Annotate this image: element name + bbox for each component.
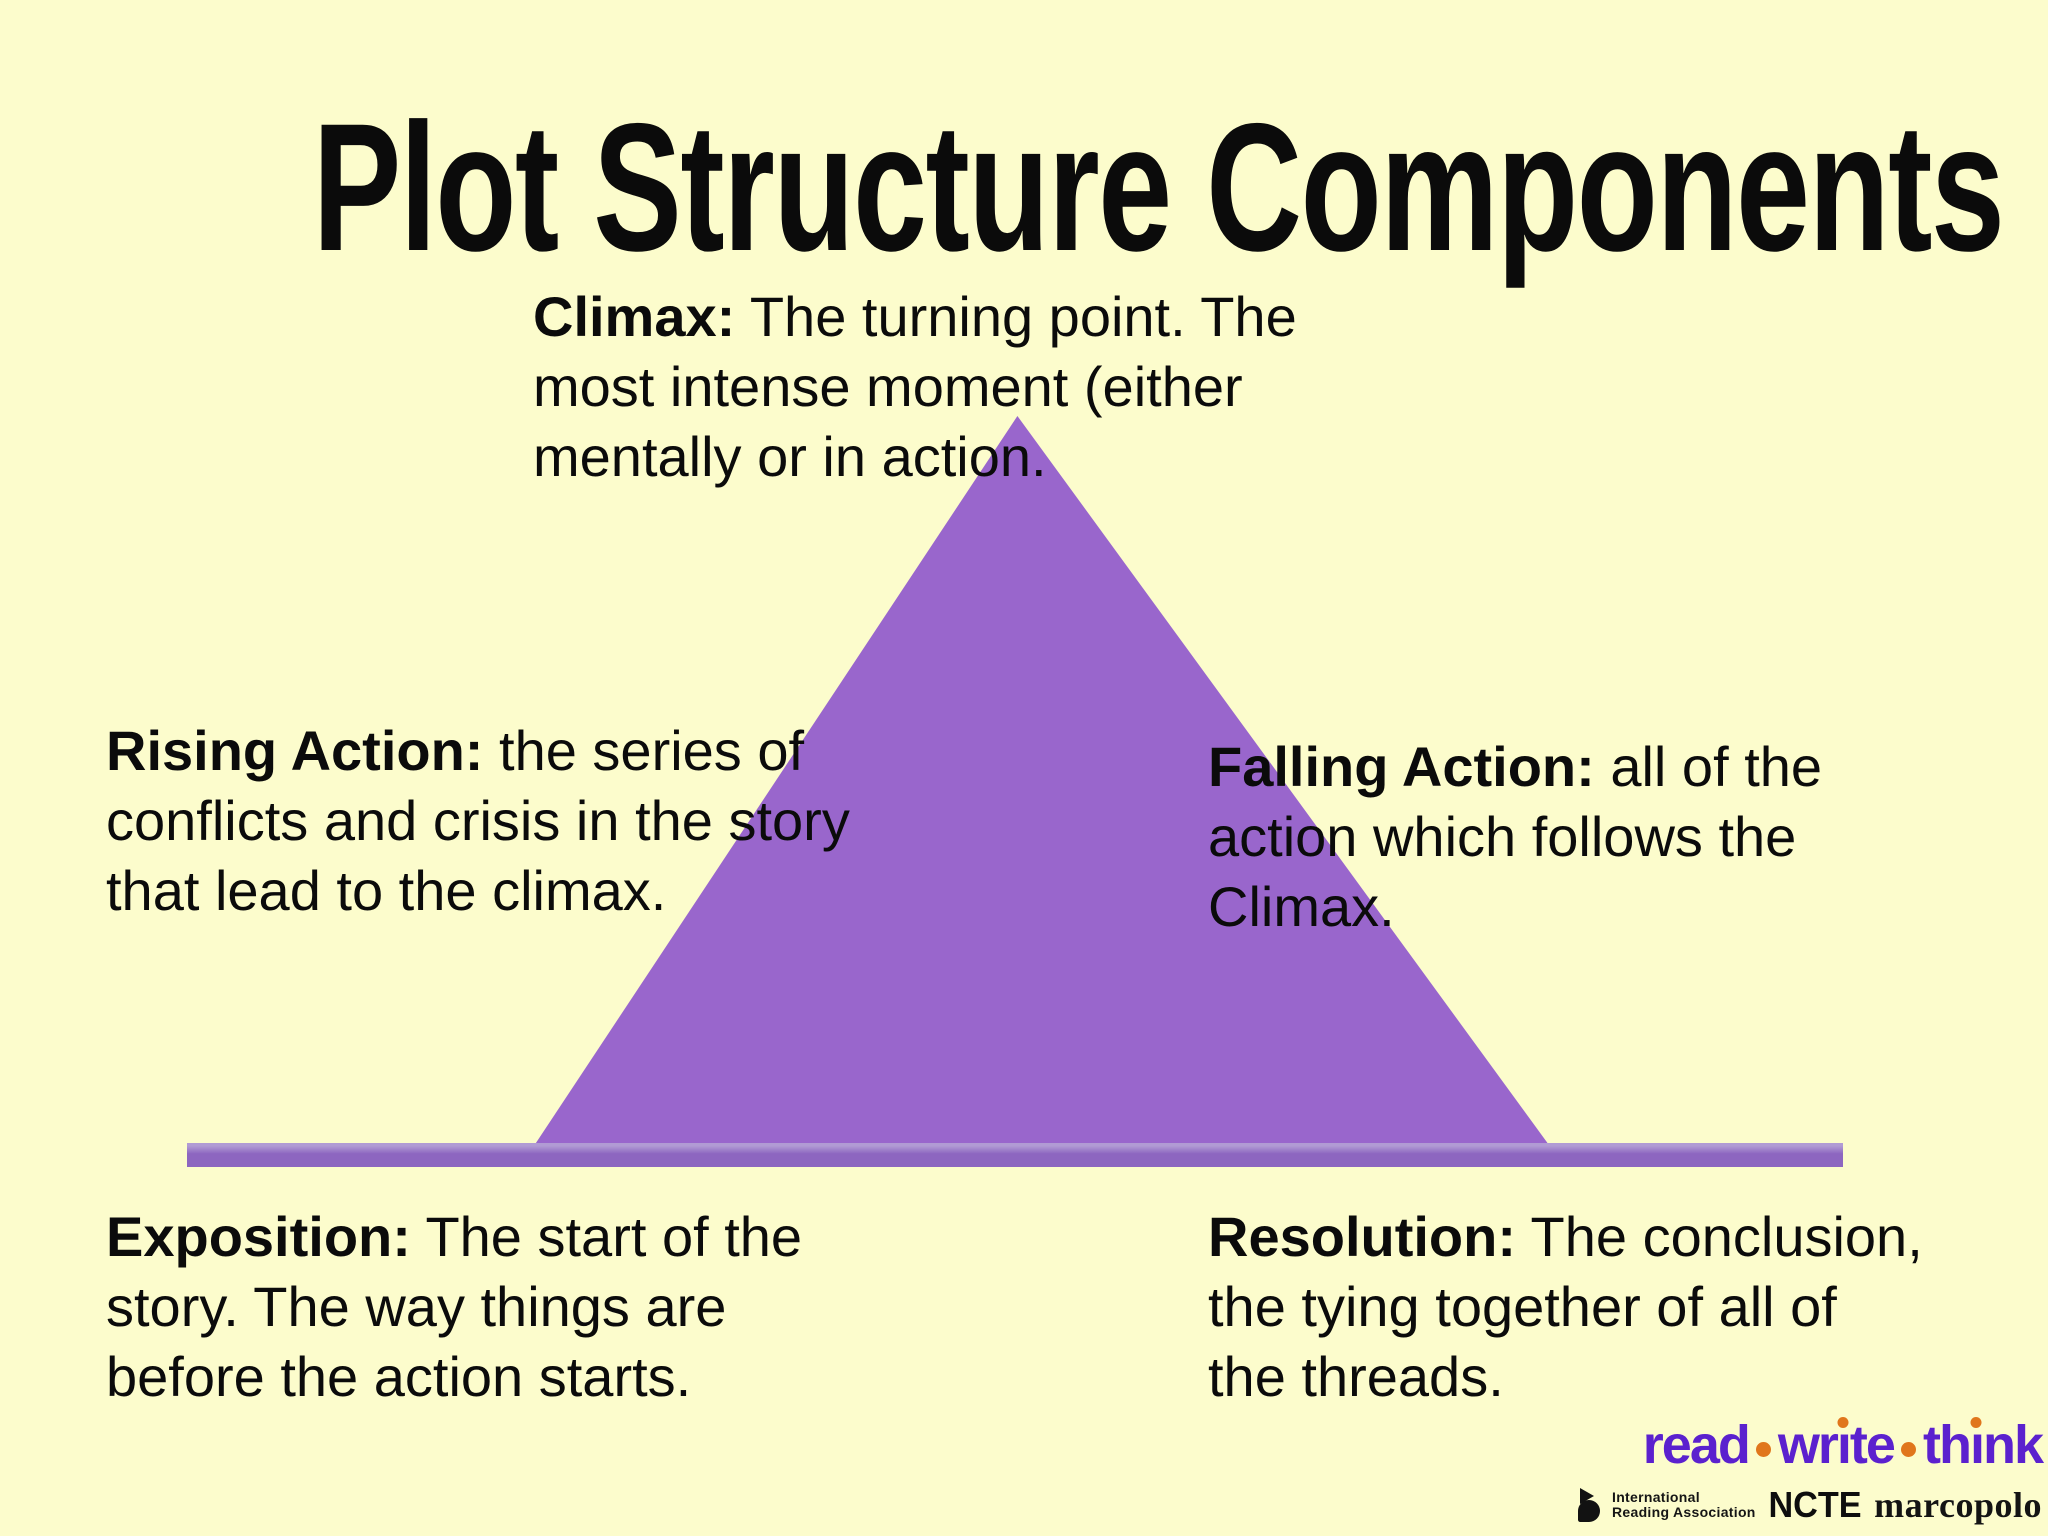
- resolution-description: The conclusion, the tying together of al…: [1208, 1205, 1923, 1408]
- rising-action-text-block: Rising Action: the series of conflicts a…: [106, 716, 1086, 926]
- page-title-text: Plot Structure Components: [312, 85, 2005, 289]
- partner-logos-row: International Reading Association NCTE m…: [1572, 1484, 2042, 1526]
- logo-i-dot-icon: [1837, 1417, 1849, 1428]
- ira-logo-text: International Reading Association: [1612, 1490, 1756, 1520]
- exposition-description: The start of the story. The way things a…: [106, 1205, 803, 1408]
- ira-logo: International Reading Association: [1578, 1488, 1756, 1522]
- plot-baseline-bar: [187, 1143, 1843, 1167]
- ira-reader-icon: [1578, 1488, 1604, 1522]
- ira-line1: International: [1612, 1489, 1700, 1505]
- marcopolo-logo: marcopolo: [1874, 1485, 2042, 1525]
- climax-description: The turning point. The most intense mome…: [533, 285, 1297, 488]
- falling-action-description: all of the action which follows the Clim…: [1208, 735, 1823, 938]
- climax-text-block: Climax: The turning point. The most inte…: [533, 282, 1543, 492]
- logo-separator-dot-icon: [1755, 1441, 1771, 1457]
- resolution-text-block: Resolution: The conclusion, the tying to…: [1208, 1202, 2048, 1412]
- ira-line2: Reading Association: [1612, 1504, 1756, 1520]
- logo-separator-dot-icon: [1900, 1441, 1916, 1457]
- logo-i-dot-icon: [1970, 1417, 1982, 1428]
- rising-action-label: Rising Action:: [106, 719, 484, 782]
- resolution-label: Resolution:: [1208, 1205, 1516, 1268]
- logo-word: read: [1642, 1415, 1751, 1475]
- exposition-text-block: Exposition: The start of the story. The …: [106, 1202, 1086, 1412]
- falling-action-label: Falling Action:: [1208, 735, 1595, 798]
- falling-action-text-block: Falling Action: all of the action which …: [1208, 732, 2038, 942]
- exposition-label: Exposition:: [106, 1205, 411, 1268]
- page-title: Plot Structure Components: [0, 96, 2048, 278]
- ncte-logo: NCTE: [1768, 1484, 1862, 1525]
- climax-label: Climax:: [533, 285, 736, 348]
- rising-action-description: the series of conflicts and crisis in th…: [106, 719, 850, 922]
